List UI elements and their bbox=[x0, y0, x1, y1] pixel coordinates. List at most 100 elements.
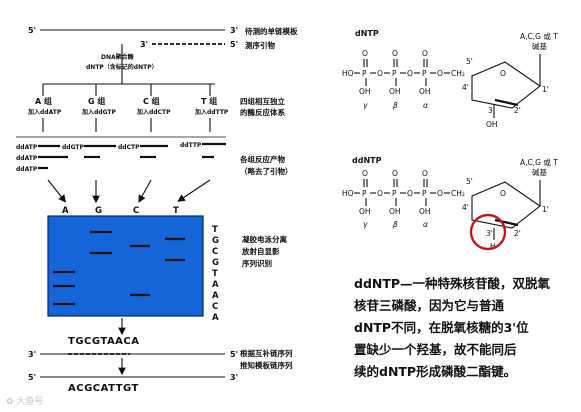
ddntp-title: ddNTP bbox=[352, 156, 382, 165]
arrow-c bbox=[138, 179, 152, 203]
read-4: T bbox=[212, 269, 218, 279]
vertical-read: T G C G T A A C A 凝胶电泳分离 放射自显影 序列识别 bbox=[212, 225, 287, 323]
read-2: C bbox=[212, 247, 218, 257]
product-note-line1: 各组反应产物 bbox=[239, 154, 285, 164]
dntp-o-top3: O bbox=[422, 49, 428, 58]
dntp-base-label-1: A,C,G 或 T bbox=[520, 31, 558, 41]
group-a-name: A 组 bbox=[35, 96, 52, 106]
description-line-5: 续的dNTP形成磷酸二酯键。 bbox=[354, 364, 516, 379]
ddntp-base-label-2: 碱基 bbox=[532, 167, 547, 177]
dntp-ring-front bbox=[494, 98, 519, 107]
template-3prime: 3' bbox=[230, 26, 238, 35]
ddntp-p3: P bbox=[422, 189, 427, 198]
dntp-1prime: 1' bbox=[542, 85, 549, 94]
final-note-line1: 根据互补链序列 bbox=[240, 348, 293, 358]
group-t-add: 加入ddTTP bbox=[194, 108, 229, 116]
product-t: ddTTP bbox=[180, 142, 202, 149]
dntp-gamma: γ bbox=[363, 101, 368, 110]
gel-note-2: 放射自显影 bbox=[241, 246, 280, 256]
ddntp-5prime: 5' bbox=[466, 177, 473, 186]
description-line-4: 置缺少一个羟基，故不能同后 bbox=[354, 342, 517, 357]
dntp-oh3: OH bbox=[419, 87, 431, 96]
ddntp-3prime: 3' bbox=[486, 229, 493, 238]
arrow-a bbox=[47, 179, 67, 203]
dntp-oh1: OH bbox=[359, 87, 371, 96]
dntp-3oh: OH bbox=[486, 120, 498, 129]
gel-rect bbox=[47, 215, 204, 317]
dntp-oh2: OH bbox=[389, 87, 401, 96]
ddntp-3h: H bbox=[490, 242, 496, 251]
template-strand-row: 5' 3' 待测的单链模板 bbox=[28, 26, 298, 36]
read-7: C bbox=[212, 302, 218, 312]
description-line-1: ddNTP—一种特殊核苷酸，双脱氧 bbox=[354, 276, 551, 291]
ddntp-1prime: 1' bbox=[542, 205, 549, 214]
description-line-2: 核苷三磷酸，因为它与普通 bbox=[354, 298, 505, 313]
read-sequence: TGCGTAACA bbox=[68, 336, 140, 347]
ddntp-description: ddNTP—一种特殊核苷酸，双脱氧 核苷三磷酸，因为它与普通 dNTP不同，在脱… bbox=[354, 276, 551, 379]
polymerase-label: DNA聚合酶 bbox=[101, 53, 134, 61]
primer-5prime: 5' bbox=[230, 40, 238, 49]
lane-letter-t: T bbox=[173, 206, 179, 216]
ddntp-2prime: 2' bbox=[514, 229, 521, 238]
group-g-name: G 组 bbox=[88, 96, 105, 106]
complement-sequence: ACGCATTGT bbox=[68, 383, 139, 394]
reaction-note-line1: 四组相互独立 bbox=[240, 96, 285, 106]
group-c-add: 加入ddCTP bbox=[136, 108, 171, 116]
description-line-3: dNTP不同，在脱氧核糖的3'位 bbox=[354, 320, 529, 335]
missing-hydroxyl-highlight bbox=[469, 213, 507, 251]
strand1-5prime: 5' bbox=[230, 350, 238, 359]
product-g: ddGTP bbox=[62, 144, 85, 151]
dntp-2prime: 2' bbox=[514, 106, 521, 115]
lane-letter-a: A bbox=[62, 206, 69, 216]
ddntp-ch2: CH₂ bbox=[451, 189, 465, 198]
dntp-ring-o: O bbox=[500, 69, 506, 78]
read-1: G bbox=[212, 236, 219, 246]
gel-note-1: 凝胶电泳分离 bbox=[242, 234, 287, 244]
ddntp-o1: O bbox=[377, 189, 383, 198]
product-a: ddATP bbox=[16, 144, 38, 151]
product-a3: ddATP bbox=[16, 166, 38, 173]
loading-arrows: A G C T bbox=[47, 179, 211, 216]
read-5: A bbox=[212, 280, 219, 290]
dntp-base-label-2: 碱基 bbox=[532, 41, 547, 51]
final-note-line2: 推知模板链序列 bbox=[240, 360, 293, 370]
ddntp-base-label-1: A,C,G 或 T bbox=[520, 157, 558, 167]
ddntp-o-top3: O bbox=[422, 169, 428, 178]
ddntp-oh1: OH bbox=[359, 207, 371, 216]
template-label: 待测的单链模板 bbox=[244, 26, 298, 36]
ddntp-ring-o: O bbox=[500, 189, 506, 198]
reaction-groups: A 组 加入ddATP G 组 加入ddGTP C 组 加入ddCTP T 组 … bbox=[27, 96, 285, 132]
ddntp-p1: P bbox=[362, 189, 367, 198]
polymerase-step: DNA聚合酶 dNTP（含标记的dNTP） bbox=[42, 44, 215, 96]
dntp-o1: O bbox=[377, 69, 383, 78]
read-3: G bbox=[212, 258, 219, 268]
ddntp-gamma: γ bbox=[363, 220, 368, 229]
final-strands: TGCGTAACA 3' 5' 5' 3' ACGCATTGT 根据互补链序列 … bbox=[28, 318, 293, 394]
dntp-ho: HO bbox=[342, 69, 354, 78]
strand2-3prime: 3' bbox=[230, 373, 238, 382]
ddntp-oh3: OH bbox=[419, 207, 431, 216]
gel bbox=[47, 215, 204, 317]
dntp-structure: dNTP A,C,G 或 T 碱基 HO P O P O P O CH₂ O O… bbox=[342, 29, 558, 129]
ddntp-structure: ddNTP A,C,G 或 T 碱基 HO P O P O P O CH₂ O … bbox=[342, 156, 558, 251]
reaction-products: ddATP ddGTP ddCTP ddTTP ddATP ddATP 各组反应… bbox=[16, 136, 293, 176]
group-t-name: T 组 bbox=[201, 96, 217, 106]
arrow-t bbox=[177, 179, 211, 202]
group-g-add: 加入ddGTP bbox=[81, 108, 117, 116]
dntp-p2: P bbox=[392, 69, 397, 78]
primer-row: 3' 5' 测序引物 bbox=[140, 40, 275, 50]
read-8: A bbox=[212, 313, 219, 323]
lane-letter-c: C bbox=[133, 206, 139, 216]
read-0: T bbox=[212, 225, 218, 235]
product-note-line2: （略去了引物） bbox=[240, 166, 293, 176]
dntp-alpha: α bbox=[423, 101, 428, 110]
ddntp-beta: β bbox=[393, 220, 398, 229]
product-a2: ddATP bbox=[16, 155, 38, 162]
product-c: ddCTP bbox=[118, 144, 140, 151]
primer-label: 测序引物 bbox=[245, 40, 275, 50]
lane-letter-g: G bbox=[95, 206, 102, 216]
ddntp-alpha: α bbox=[423, 220, 428, 229]
dntp-3prime: 3' bbox=[488, 106, 495, 115]
ddntp-sugar-ring bbox=[471, 181, 541, 229]
reaction-note-line2: 的酶反应体系 bbox=[240, 107, 285, 117]
